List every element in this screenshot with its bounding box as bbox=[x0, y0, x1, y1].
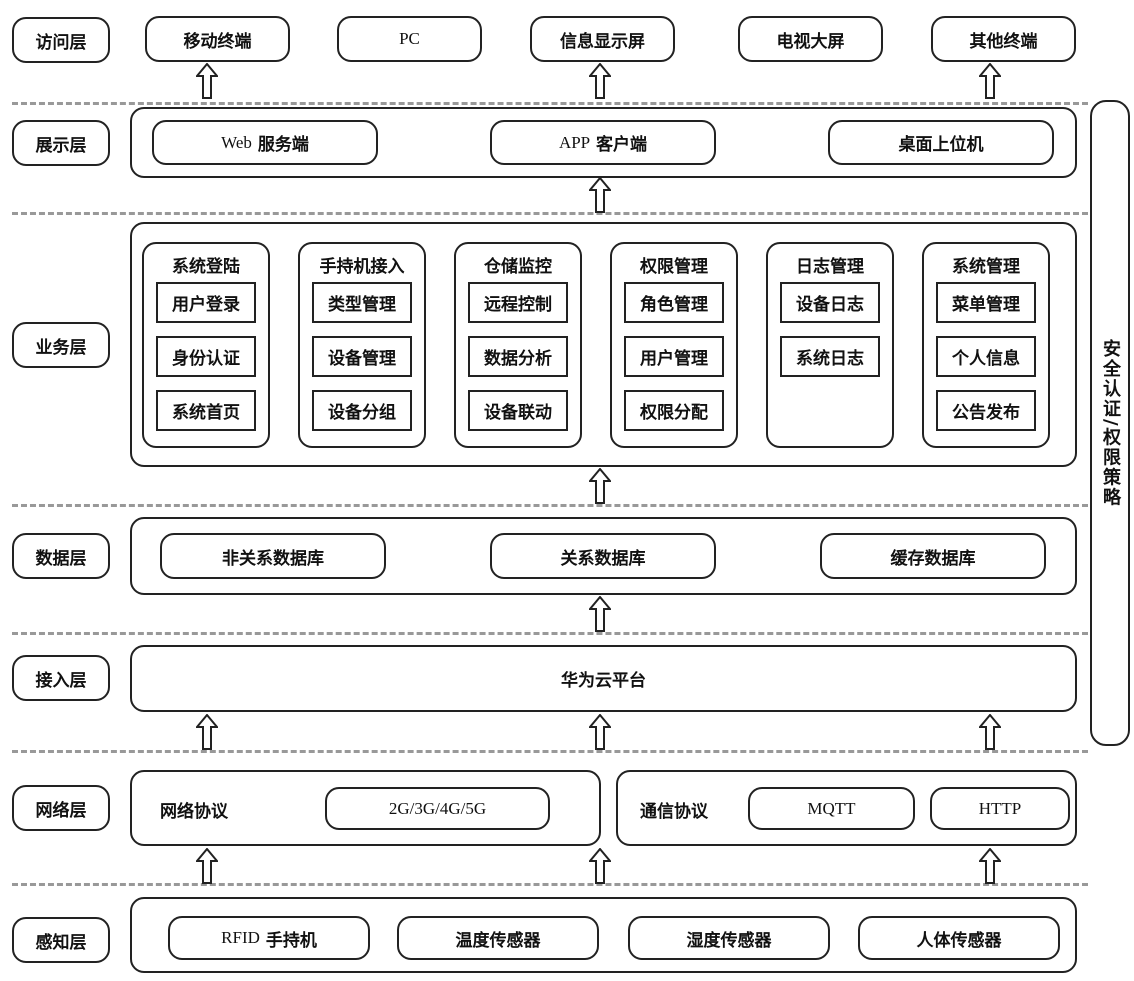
data-layer-container bbox=[130, 517, 1077, 595]
up-arrow-icon bbox=[587, 467, 613, 504]
group-system: 系统管理 菜单管理个人信息公告发布 bbox=[922, 242, 1050, 448]
group-login: 系统登陆 用户登录身份认证系统首页 bbox=[142, 242, 270, 448]
display-layer-container bbox=[130, 107, 1077, 178]
mqtt-box: MQTT bbox=[748, 787, 915, 830]
group-item: 个人信息 bbox=[936, 336, 1036, 377]
up-arrow-icon bbox=[587, 847, 613, 884]
relational-db: 关系数据库 bbox=[490, 533, 716, 579]
group-title: 系统登陆 bbox=[172, 257, 240, 277]
divider bbox=[12, 212, 1088, 215]
group-title: 仓储监控 bbox=[484, 257, 552, 277]
nosql-db: 非关系数据库 bbox=[160, 533, 386, 579]
group-item: 设备日志 bbox=[780, 282, 880, 323]
group-item: 设备管理 bbox=[312, 336, 412, 377]
group-item: 用户登录 bbox=[156, 282, 256, 323]
layer-label-access: 访问层 bbox=[12, 17, 110, 63]
group-title: 系统管理 bbox=[952, 257, 1020, 277]
up-arrow-icon bbox=[977, 847, 1003, 884]
group-item: 用户管理 bbox=[624, 336, 724, 377]
up-arrow-icon bbox=[587, 176, 613, 213]
cache-db: 缓存数据库 bbox=[820, 533, 1046, 579]
group-item: 远程控制 bbox=[468, 282, 568, 323]
rfid-prefix: RFID bbox=[221, 928, 260, 947]
group-item: 系统日志 bbox=[780, 336, 880, 377]
access-info-screen: 信息显示屏 bbox=[530, 16, 675, 62]
app-label: 客户端 bbox=[596, 135, 648, 155]
group-item: 身份认证 bbox=[156, 336, 256, 377]
divider bbox=[12, 750, 1088, 753]
desktop-box: 桌面上位机 bbox=[828, 120, 1054, 165]
huawei-cloud-platform: 华为云平台 bbox=[130, 645, 1077, 712]
group-log: 日志管理 设备日志系统日志 bbox=[766, 242, 894, 448]
access-pc: PC bbox=[337, 16, 482, 62]
divider bbox=[12, 632, 1088, 635]
business-layer-container bbox=[130, 222, 1077, 467]
http-box: HTTP bbox=[930, 787, 1070, 830]
layer-label-ingress: 接入层 bbox=[12, 655, 110, 701]
group-item: 设备分组 bbox=[312, 390, 412, 431]
group-item: 权限分配 bbox=[624, 390, 724, 431]
up-arrow-icon bbox=[194, 713, 220, 750]
divider bbox=[12, 883, 1088, 886]
app-prefix: APP bbox=[558, 132, 591, 152]
group-permission: 权限管理 角色管理用户管理权限分配 bbox=[610, 242, 738, 448]
group-item: 数据分析 bbox=[468, 336, 568, 377]
mobile-network-box: 2G/3G/4G/5G bbox=[325, 787, 550, 830]
group-item: 设备联动 bbox=[468, 390, 568, 431]
up-arrow-icon bbox=[587, 713, 613, 750]
comm-protocol-label: 通信协议 bbox=[640, 802, 708, 822]
up-arrow-icon bbox=[587, 595, 613, 632]
web-server-box: Web 服务端 bbox=[152, 120, 378, 165]
layer-label-business: 业务层 bbox=[12, 322, 110, 368]
security-label: 安全认证/权限策略 bbox=[1100, 338, 1121, 508]
security-policy-bar: 安全认证/权限策略 bbox=[1090, 100, 1130, 746]
access-tv: 电视大屏 bbox=[738, 16, 883, 62]
web-label: 服务端 bbox=[257, 135, 309, 155]
access-other: 其他终端 bbox=[931, 16, 1076, 62]
up-arrow-icon bbox=[587, 62, 613, 99]
network-protocol-container bbox=[130, 770, 601, 846]
comm-protocol-container bbox=[616, 770, 1077, 846]
layer-label-data: 数据层 bbox=[12, 533, 110, 579]
network-protocol-label: 网络协议 bbox=[160, 802, 228, 822]
group-warehouse: 仓储监控 远程控制数据分析设备联动 bbox=[454, 242, 582, 448]
humidity-sensor: 湿度传感器 bbox=[628, 916, 830, 960]
group-title: 日志管理 bbox=[796, 257, 864, 277]
temperature-sensor: 温度传感器 bbox=[397, 916, 599, 960]
app-client-box: APP 客户端 bbox=[490, 120, 716, 165]
up-arrow-icon bbox=[194, 847, 220, 884]
group-item: 菜单管理 bbox=[936, 282, 1036, 323]
up-arrow-icon bbox=[194, 62, 220, 99]
layer-label-perception: 感知层 bbox=[12, 917, 110, 963]
web-prefix: Web bbox=[221, 132, 252, 152]
divider bbox=[12, 102, 1088, 105]
up-arrow-icon bbox=[977, 62, 1003, 99]
up-arrow-icon bbox=[977, 713, 1003, 750]
group-item: 系统首页 bbox=[156, 390, 256, 431]
perception-layer-container bbox=[130, 897, 1077, 973]
access-mobile: 移动终端 bbox=[145, 16, 290, 62]
group-title: 权限管理 bbox=[640, 257, 708, 277]
divider bbox=[12, 504, 1088, 507]
group-item: 类型管理 bbox=[312, 282, 412, 323]
rfid-handheld-box: RFID 手持机 bbox=[168, 916, 370, 960]
human-sensor: 人体传感器 bbox=[858, 916, 1060, 960]
group-item: 角色管理 bbox=[624, 282, 724, 323]
group-item: 公告发布 bbox=[936, 390, 1036, 431]
layer-label-display: 展示层 bbox=[12, 120, 110, 166]
rfid-label: 手持机 bbox=[265, 930, 317, 951]
layer-label-network: 网络层 bbox=[12, 785, 110, 831]
group-handheld: 手持机接入 类型管理设备管理设备分组 bbox=[298, 242, 426, 448]
group-title: 手持机接入 bbox=[319, 257, 405, 277]
